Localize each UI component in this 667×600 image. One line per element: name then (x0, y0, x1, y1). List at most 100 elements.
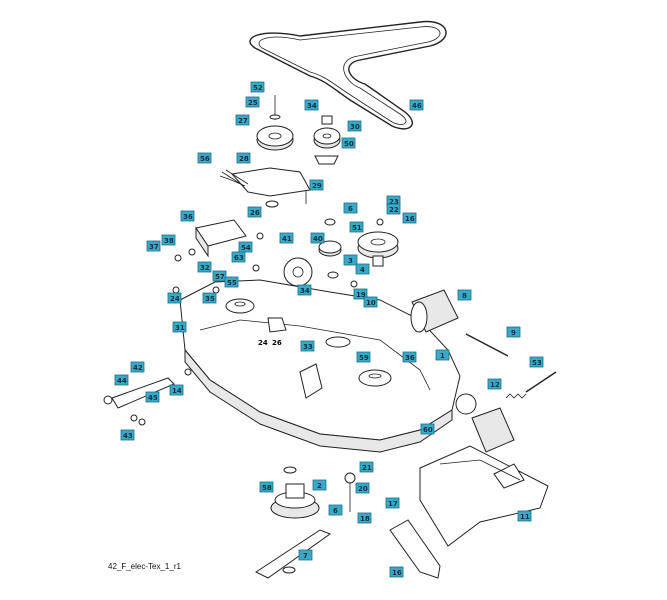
tag-34: 34 (304, 99, 319, 111)
svg-text:34: 34 (307, 102, 317, 110)
svg-text:37: 37 (149, 243, 159, 251)
svg-text:22: 22 (389, 206, 399, 214)
svg-text:19: 19 (356, 291, 366, 299)
tag-10: 10 (363, 296, 378, 308)
svg-text:2: 2 (317, 482, 322, 490)
tag-36: 36 (180, 210, 195, 222)
tag-55: 55 (224, 276, 239, 288)
tag-22: 22 (386, 203, 401, 215)
tag-56: 56 (197, 152, 212, 164)
svg-text:28: 28 (239, 155, 249, 163)
svg-text:51: 51 (352, 224, 362, 232)
idler-arm-bracket (219, 167, 311, 208)
svg-text:18: 18 (360, 515, 370, 523)
label-24: 24 (258, 339, 268, 347)
tag-7: 7 (298, 549, 313, 561)
tag-30: 30 (347, 120, 362, 132)
tag-6b: 6 (328, 504, 343, 516)
tag-11: 11 (517, 510, 532, 522)
svg-text:12: 12 (490, 381, 500, 389)
svg-text:55: 55 (227, 279, 237, 287)
tag-59: 59 (356, 351, 371, 363)
tag-17: 17 (385, 497, 400, 509)
tag-58: 58 (259, 481, 274, 493)
tag-31: 31 (172, 321, 187, 333)
tag-63: 63 (231, 251, 246, 263)
svg-text:57: 57 (215, 273, 225, 281)
discharge-chute (419, 407, 549, 547)
svg-text:45: 45 (148, 394, 158, 402)
svg-text:34: 34 (300, 287, 310, 295)
drive-belt (249, 20, 447, 130)
svg-text:10: 10 (366, 299, 376, 307)
center-pulley-assembly (283, 218, 342, 287)
svg-text:59: 59 (359, 354, 369, 362)
svg-text:17: 17 (388, 500, 398, 508)
svg-text:36: 36 (405, 354, 415, 362)
bolts-hardware (138, 218, 384, 426)
tag-46: 46 (409, 99, 424, 111)
tag-3: 3 (343, 254, 358, 266)
label-25: 26 (272, 339, 282, 347)
svg-text:14: 14 (172, 387, 182, 395)
svg-text:30: 30 (350, 123, 360, 131)
spring-rod (505, 371, 557, 399)
tag-24: 24 (167, 292, 182, 304)
svg-text:11: 11 (520, 513, 530, 521)
tag-6: 6 (343, 202, 358, 214)
svg-text:21: 21 (362, 464, 372, 472)
svg-text:8: 8 (462, 292, 467, 300)
tag-37: 37 (146, 240, 161, 252)
svg-text:1: 1 (440, 352, 445, 360)
tag-36b: 36 (402, 351, 417, 363)
svg-text:26: 26 (250, 209, 260, 217)
svg-text:38: 38 (164, 237, 174, 245)
svg-text:16: 16 (405, 215, 415, 223)
svg-text:6: 6 (348, 205, 353, 213)
tag-32: 32 (197, 261, 212, 273)
tag-12: 12 (487, 378, 502, 390)
tag-20: 20 (355, 482, 370, 494)
tag-27: 27 (235, 114, 250, 126)
tag-45: 45 (145, 391, 160, 403)
tag-21: 21 (359, 461, 374, 473)
svg-text:46: 46 (412, 102, 422, 110)
tag-29: 29 (309, 179, 324, 191)
tag-19: 19 (353, 288, 368, 300)
svg-text:52: 52 (253, 84, 263, 92)
svg-text:42: 42 (133, 364, 143, 372)
svg-text:43: 43 (123, 432, 133, 440)
mower-deck-housing (179, 279, 477, 453)
tag-52: 52 (250, 81, 265, 93)
svg-text:56: 56 (200, 155, 210, 163)
tag-16b: 16 (389, 566, 404, 578)
belt-cover (195, 219, 247, 258)
svg-text:36: 36 (183, 213, 193, 221)
svg-text:58: 58 (262, 484, 272, 492)
svg-text:3: 3 (348, 257, 353, 265)
svg-text:44: 44 (117, 377, 127, 385)
tag-57: 57 (212, 270, 227, 282)
svg-text:40: 40 (313, 235, 323, 243)
svg-text:27: 27 (238, 117, 248, 125)
svg-text:9: 9 (511, 329, 516, 337)
tag-14: 14 (169, 384, 184, 396)
diagram-caption: 42_F_elec-Tex_1_r1 (108, 562, 181, 571)
blade-spindle (254, 466, 356, 579)
svg-text:63: 63 (234, 254, 244, 262)
tag-25: 25 (245, 96, 260, 108)
svg-text:53: 53 (532, 359, 542, 367)
mulch-plug (389, 519, 441, 579)
svg-text:7: 7 (303, 552, 308, 560)
svg-text:54: 54 (241, 244, 251, 252)
tag-40: 40 (310, 232, 325, 244)
svg-text:60: 60 (423, 426, 433, 434)
spindle-pulley-right (357, 231, 399, 267)
svg-text:35: 35 (205, 295, 215, 303)
svg-text:29: 29 (312, 182, 322, 190)
tag-34b: 34 (297, 284, 312, 296)
tag-28: 28 (236, 152, 251, 164)
tag-9: 9 (506, 326, 521, 338)
tag-44: 44 (114, 374, 129, 386)
